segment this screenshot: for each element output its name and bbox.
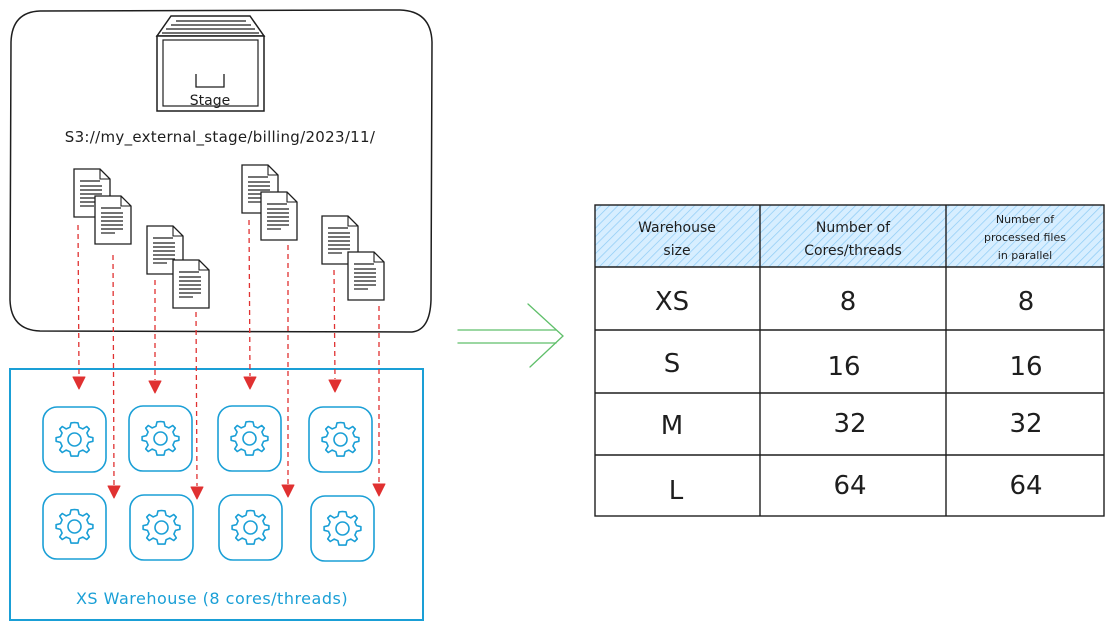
table-cell-files: 16 [1009,352,1042,382]
warehouse-table: Warehouse size Number of Cores/threads N… [594,204,1105,517]
core-tile [129,494,194,561]
table-header-cell [946,205,1104,267]
table-header-text: size [663,243,690,259]
file-to-core-arrow [195,311,198,487]
table-header-cell [595,205,760,267]
table-cell-size: S [664,349,681,379]
document-icon [260,191,298,241]
document-icon [347,251,385,301]
table-header-text: Number of [816,220,891,236]
table-cell-cores: 16 [827,352,860,382]
table-header-text: in parallel [998,249,1052,262]
implies-arrow [457,303,564,368]
table-cell-files: 64 [1009,471,1042,501]
file-to-core-arrow [77,224,80,376]
core-tile [218,494,283,561]
table-cell-size: XS [655,287,689,317]
document-icon [172,259,210,309]
core-tile [42,493,107,560]
table-header-cell [760,205,946,267]
stage-label: Stage [190,93,230,109]
file-to-core-arrow [248,219,251,377]
table-cell-size: M [661,411,683,441]
file-to-core-arrow [112,254,115,486]
table-header-text: processed files [984,231,1066,244]
core-tile [310,495,375,562]
core-tile [308,406,373,473]
table-cell-cores: 64 [833,471,866,501]
table-cell-size: L [669,476,684,506]
table-cell-files: 32 [1009,409,1042,439]
table-cell-files: 8 [1018,287,1035,317]
document-icon [94,195,132,245]
table-cell-cores: 32 [833,409,866,439]
core-tile [128,405,193,472]
warehouse-container [9,368,424,621]
table-header-text: Warehouse [638,220,716,236]
stage-path-label: S3://my_external_stage/billing/2023/11/ [65,128,376,147]
file-to-core-arrow [333,269,336,380]
core-tile [42,406,107,473]
table-header-text: Cores/threads [804,243,902,259]
table-cell-cores: 8 [840,287,857,317]
core-tile [217,405,282,472]
warehouse-label: XS Warehouse (8 cores/threads) [76,589,348,608]
stage-icon [155,15,266,112]
table-header-text: Number of [996,213,1055,226]
